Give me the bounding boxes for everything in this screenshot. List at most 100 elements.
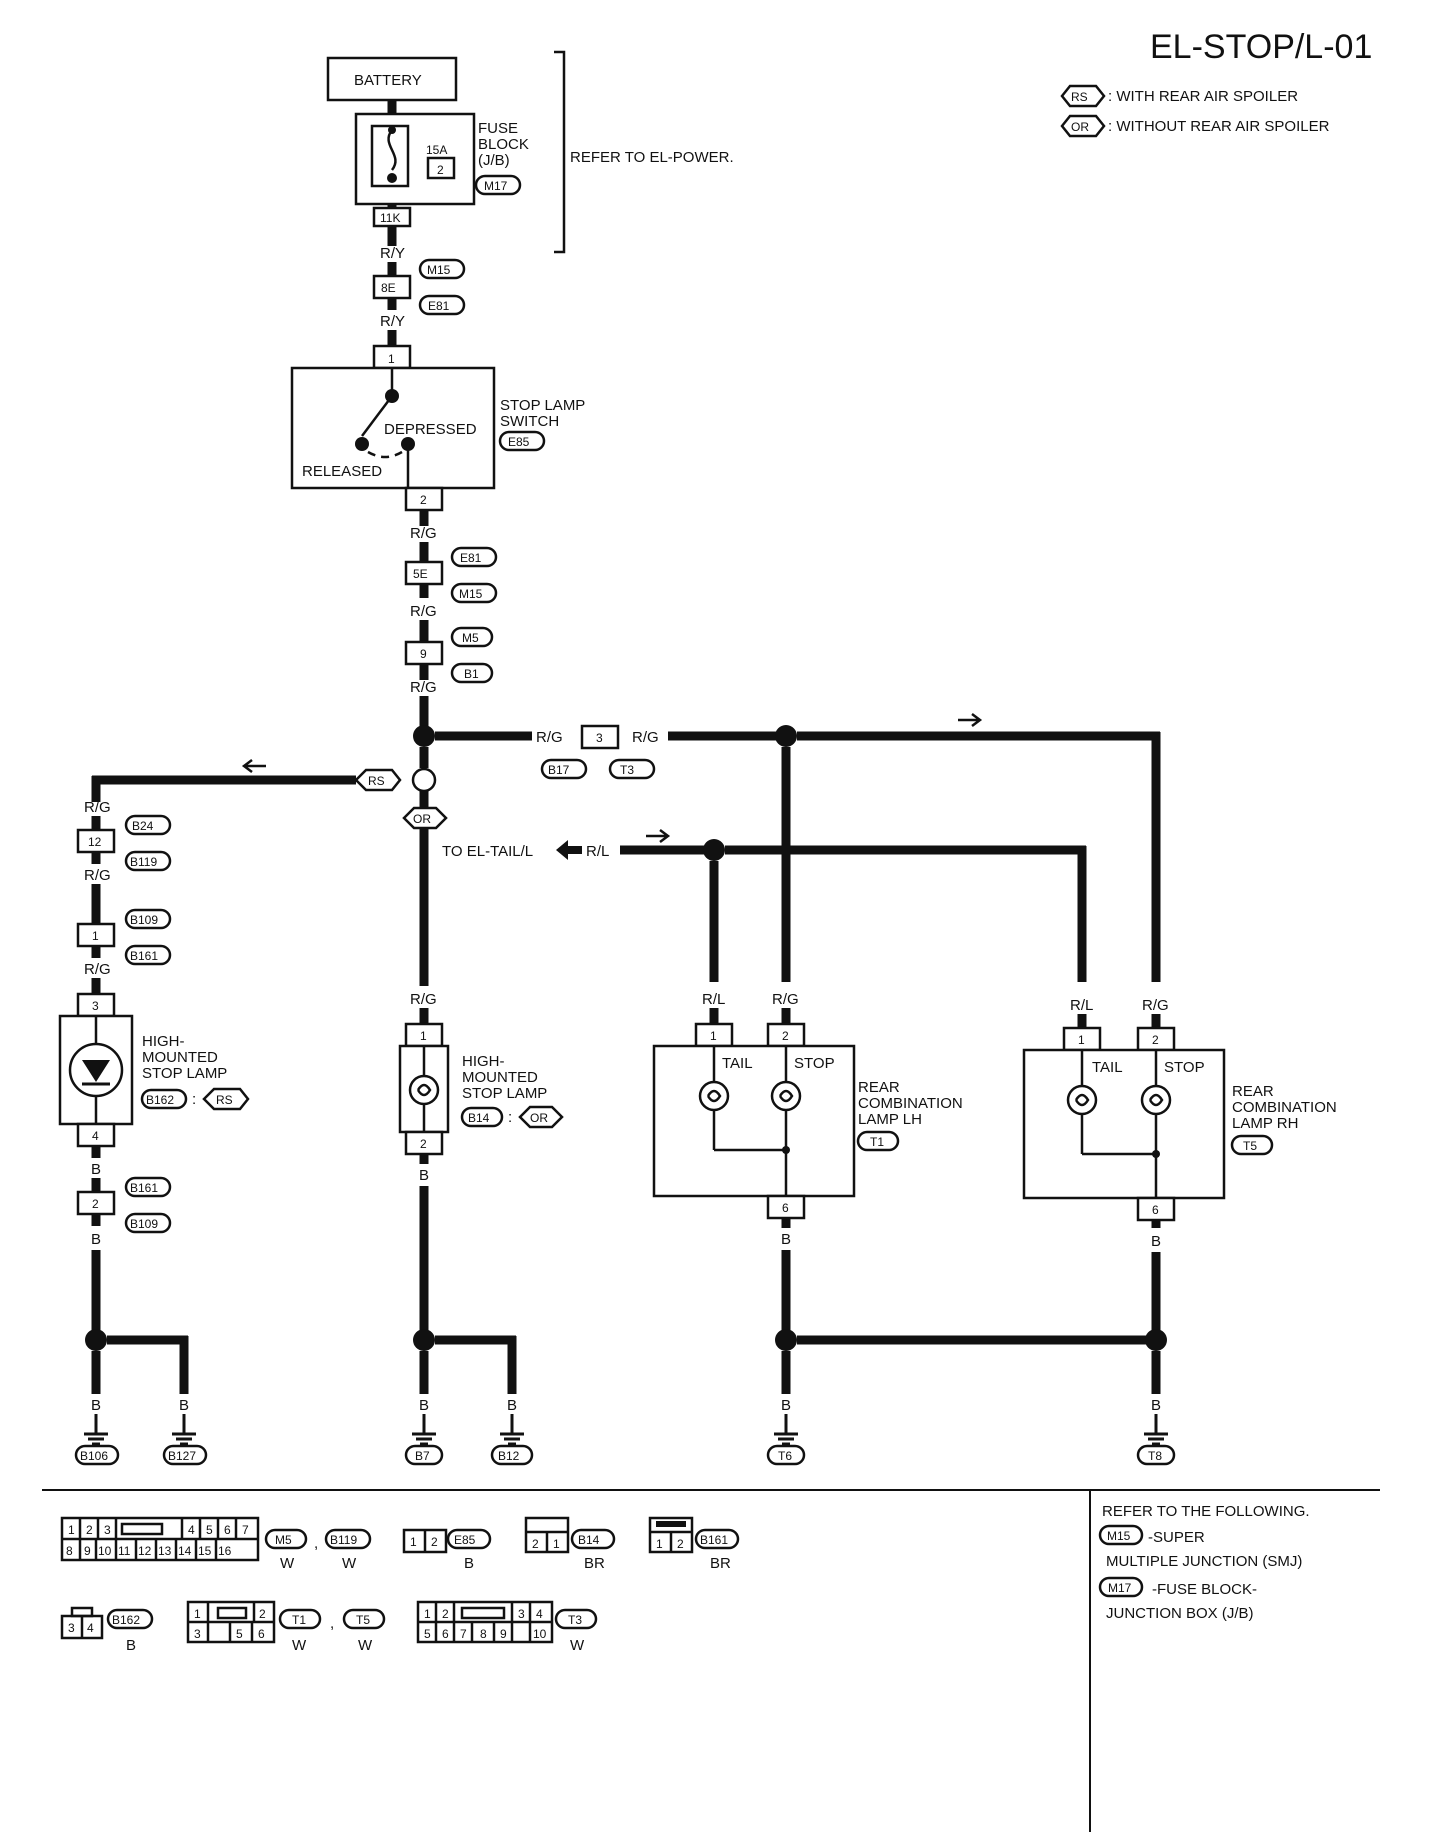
wire-label: B — [91, 1231, 101, 1248]
svg-text:6: 6 — [782, 1201, 789, 1215]
svg-text:OR: OR — [413, 812, 431, 826]
svg-text:10: 10 — [98, 1544, 112, 1558]
svg-text:4: 4 — [92, 1129, 99, 1143]
svg-text:M15: M15 — [1107, 1529, 1131, 1543]
svg-text:E85: E85 — [508, 435, 530, 449]
svg-text:1: 1 — [68, 1523, 75, 1537]
svg-text:E85: E85 — [454, 1533, 476, 1547]
svg-text:OR: OR — [530, 1111, 548, 1125]
wire-label: R/G — [84, 867, 111, 884]
svg-text:T5: T5 — [356, 1613, 370, 1627]
wire-label: R/L — [586, 843, 609, 860]
svg-text::: : — [192, 1091, 196, 1108]
svg-text:W: W — [358, 1637, 373, 1654]
svg-text:B17: B17 — [548, 763, 570, 777]
legend: RS : WITH REAR AIR SPOILER OR : WITHOUT … — [1060, 84, 1330, 138]
svg-text:6: 6 — [442, 1627, 449, 1641]
svg-text:7: 7 — [460, 1627, 467, 1641]
svg-text:STOP LAMP: STOP LAMP — [500, 397, 585, 414]
svg-text:B14: B14 — [468, 1111, 490, 1125]
svg-text:-FUSE BLOCK-: -FUSE BLOCK- — [1152, 1581, 1257, 1598]
svg-text:LAMP RH: LAMP RH — [1232, 1115, 1298, 1132]
conn-8e: 8E — [381, 281, 396, 295]
svg-text:1: 1 — [410, 1535, 417, 1549]
svg-text:3: 3 — [596, 731, 603, 745]
svg-text:TAIL: TAIL — [722, 1055, 753, 1072]
svg-text:W: W — [570, 1637, 585, 1654]
svg-text:REFER TO THE FOLLOWING.: REFER TO THE FOLLOWING. — [1102, 1503, 1310, 1520]
svg-text:5E: 5E — [413, 567, 428, 581]
svg-text:T8: T8 — [1148, 1449, 1162, 1463]
hmsl-or-lamp: HIGH- MOUNTED STOP LAMP B14 : OR — [398, 1044, 564, 1134]
switch-depressed: DEPRESSED — [384, 421, 477, 438]
svg-text:BLOCK: BLOCK — [478, 136, 529, 153]
svg-text:B: B — [179, 1397, 189, 1414]
svg-text:B14: B14 — [578, 1533, 600, 1547]
svg-text:SWITCH: SWITCH — [500, 413, 559, 430]
svg-text:FUSE: FUSE — [478, 120, 518, 137]
svg-text:4: 4 — [87, 1621, 94, 1635]
rs-legend-tag-text: RS — [1071, 90, 1088, 104]
svg-text::: : — [508, 1109, 512, 1126]
svg-text:(J/B): (J/B) — [478, 152, 510, 169]
svg-text:12: 12 — [88, 835, 102, 849]
svg-text:BATTERY: BATTERY — [354, 72, 422, 89]
svg-text:MULTIPLE JUNCTION (SMJ): MULTIPLE JUNCTION (SMJ) — [1106, 1553, 1302, 1570]
svg-text:B: B — [1151, 1397, 1161, 1414]
svg-text:8: 8 — [66, 1544, 73, 1558]
svg-text:13: 13 — [158, 1544, 172, 1558]
svg-text:1: 1 — [553, 1537, 560, 1551]
svg-text:M15: M15 — [427, 263, 451, 277]
svg-text:M5: M5 — [462, 631, 479, 645]
connector-face-e85: 1 2 E85 B — [402, 1528, 492, 1572]
svg-text:STOP: STOP — [1164, 1059, 1205, 1076]
svg-text:,: , — [314, 1535, 318, 1552]
stop-splice — [775, 725, 797, 747]
svg-text:MOUNTED: MOUNTED — [142, 1049, 218, 1066]
svg-text:-SUPER: -SUPER — [1148, 1529, 1205, 1546]
svg-text:2: 2 — [420, 493, 427, 507]
svg-text:B119: B119 — [130, 855, 157, 869]
svg-text:14: 14 — [178, 1544, 192, 1558]
switch-released: RELEASED — [302, 463, 382, 480]
ground-t8: B T8 — [1136, 1397, 1176, 1466]
fuse-amp: 15A — [426, 143, 447, 157]
svg-text:B12: B12 — [498, 1449, 520, 1463]
wire-label: R/G — [410, 991, 437, 1008]
svg-text:6: 6 — [1152, 1203, 1159, 1217]
svg-text:M17: M17 — [1108, 1581, 1132, 1595]
svg-text:4: 4 — [536, 1607, 543, 1621]
svg-text:2: 2 — [532, 1537, 539, 1551]
svg-text:2: 2 — [92, 1197, 99, 1211]
svg-text:3: 3 — [104, 1523, 111, 1537]
refer-el-power: REFER TO EL-POWER. — [570, 149, 734, 166]
svg-text:9: 9 — [420, 647, 427, 661]
refer-following: REFER TO THE FOLLOWING. M15 -SUPER MULTI… — [1098, 1503, 1310, 1622]
svg-text:2: 2 — [677, 1537, 684, 1551]
connector-face-t3: 1 2 3 4 5 6 7 8 9 10 T3 W — [416, 1600, 598, 1654]
wire-label: R/G — [632, 729, 659, 746]
svg-text:16: 16 — [218, 1544, 232, 1558]
wire-label: R/G — [772, 991, 799, 1008]
svg-text:9: 9 — [84, 1544, 91, 1558]
svg-text:1: 1 — [420, 1029, 427, 1043]
connector-face-b14: 2 1 B14 BR — [524, 1516, 616, 1572]
svg-text:RS: RS — [216, 1093, 233, 1107]
svg-text:B127: B127 — [168, 1449, 196, 1463]
svg-text:E81: E81 — [460, 551, 482, 565]
svg-text:15: 15 — [198, 1544, 212, 1558]
wire-label: R/Y — [380, 245, 405, 262]
svg-text:9: 9 — [500, 1627, 507, 1641]
svg-text:2: 2 — [442, 1607, 449, 1621]
svg-text:2: 2 — [1152, 1033, 1159, 1047]
svg-text:HIGH-: HIGH- — [462, 1053, 505, 1070]
svg-text:2: 2 — [431, 1535, 438, 1549]
wire-label: B — [781, 1231, 791, 1248]
option-splice — [411, 767, 437, 793]
svg-text:12: 12 — [138, 1544, 152, 1558]
svg-text:BR: BR — [710, 1555, 731, 1572]
svg-text:1: 1 — [388, 352, 395, 366]
svg-text:W: W — [342, 1555, 357, 1572]
connector-face-t1: 1 2 3 5 6 T1 , T5 W W — [186, 1600, 386, 1654]
fuse-out-pin: 11K — [380, 211, 400, 225]
